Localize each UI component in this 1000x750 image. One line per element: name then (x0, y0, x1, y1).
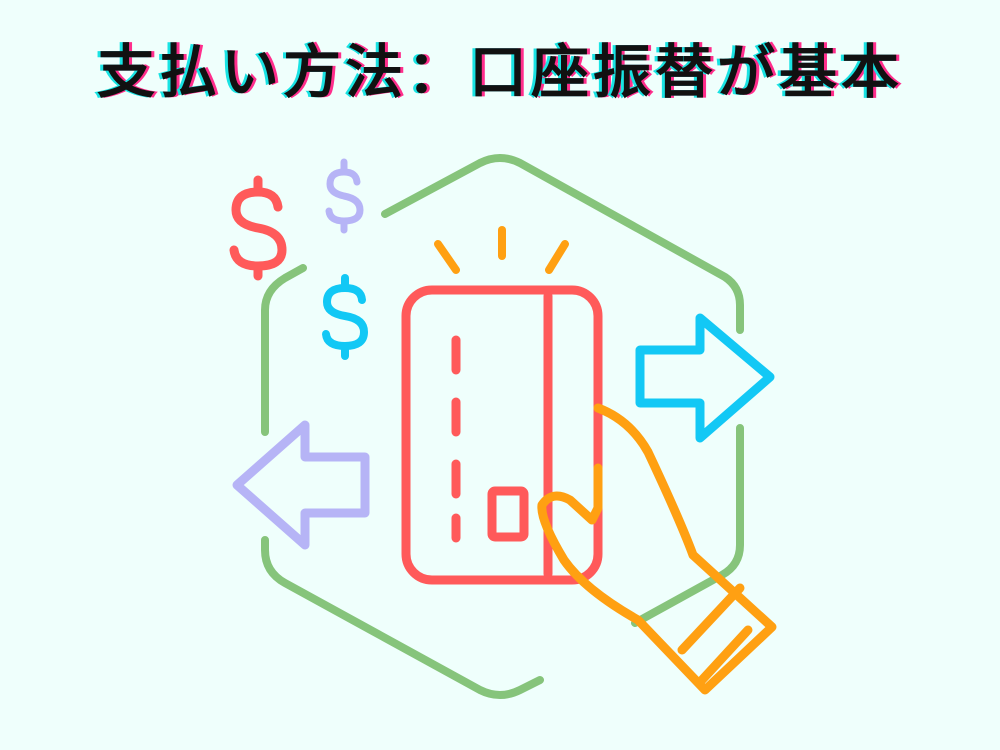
credit-card-icon (401, 285, 603, 585)
hexagon-left-segment (261, 264, 307, 436)
dollar-sign-icon (322, 274, 368, 360)
arrow-right-icon (635, 313, 775, 443)
hexagon-right-segment (631, 424, 744, 627)
hexagon-frame (261, 154, 744, 699)
dollar-icons (229, 158, 368, 360)
dollar-sign-icon (229, 175, 287, 281)
hand-icon (537, 403, 777, 695)
spark-lines (434, 226, 569, 274)
hexagon-bottom-segment (261, 536, 544, 699)
dollar-sign-icon (325, 158, 364, 234)
hexagon-top-segment (381, 154, 744, 334)
arrow-left-icon (232, 420, 370, 550)
page-title: 支払い方法：口座振替が基本 (96, 38, 903, 106)
